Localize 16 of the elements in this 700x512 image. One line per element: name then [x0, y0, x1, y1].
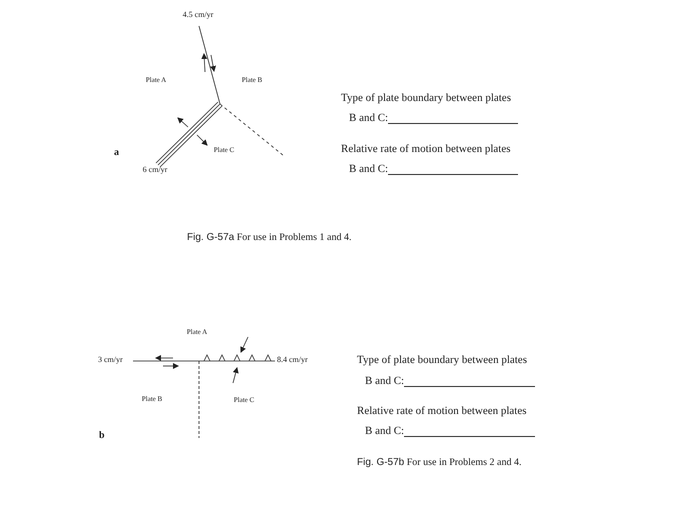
rate-label: 3 cm/yr — [98, 356, 123, 364]
question-text: Relative rate of motion between plates — [357, 406, 527, 417]
answer-prompt: B and C: — [365, 376, 404, 387]
rate-label: 4.5 cm/yr — [182, 11, 214, 19]
panel-letter: b — [99, 431, 105, 441]
figure-caption: Fig. G-57a For use in Problems 1 and 4. — [187, 233, 352, 243]
figure-caption: Fig. G-57b For use in Problems 2 and 4. — [357, 458, 522, 468]
panel-letter: a — [114, 148, 119, 158]
question-text: Relative rate of motion between plates — [341, 144, 511, 155]
answer-prompt: B and C: — [349, 113, 388, 124]
rate-label: 6 cm/yr — [142, 166, 168, 174]
answer-prompt: B and C: — [365, 426, 404, 437]
rate-label: 8.4 cm/yr — [277, 356, 308, 364]
question-text: Type of plate boundary between plates — [341, 93, 511, 104]
answer-prompt: B and C: — [349, 164, 388, 175]
question-text: Type of plate boundary between plates — [357, 355, 527, 366]
